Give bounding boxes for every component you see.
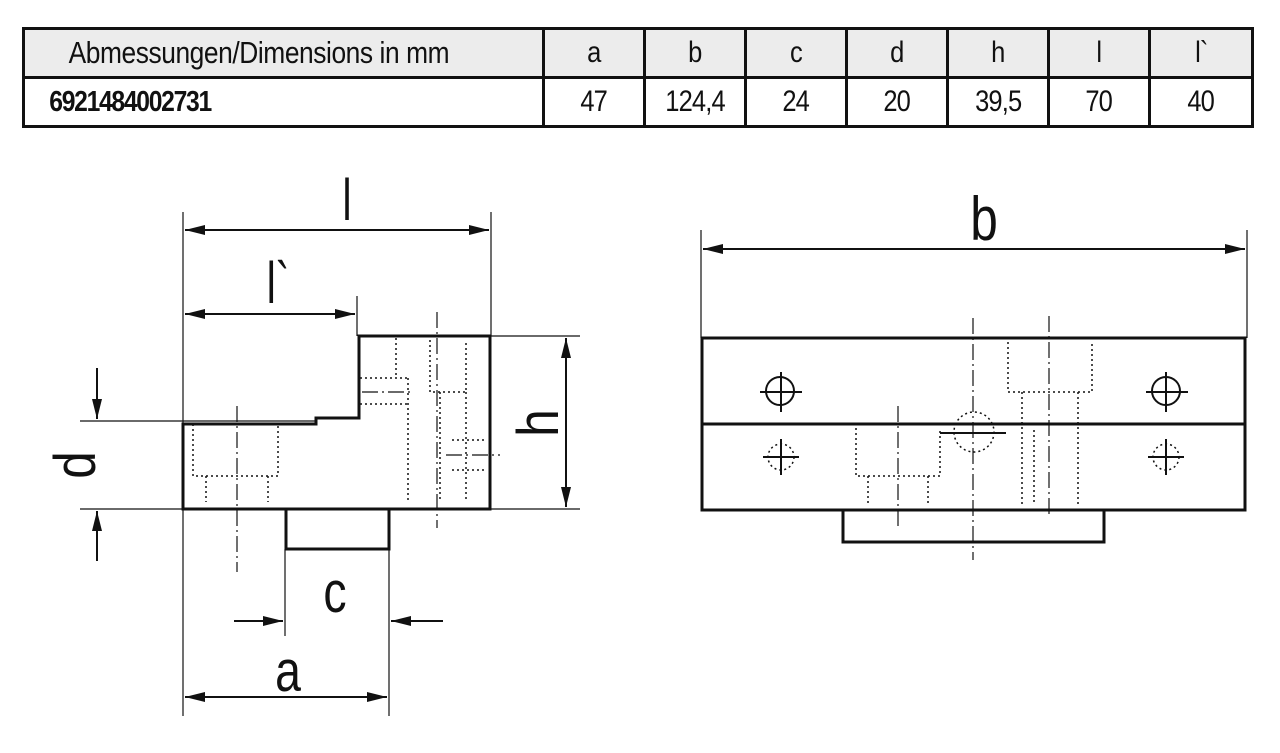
dimensions-header-label: Abmessungen/Dimensions in mm bbox=[22, 27, 545, 79]
article-number: 6921484002731 bbox=[22, 76, 545, 128]
label-c: c bbox=[323, 560, 346, 625]
side-center-lines bbox=[236, 312, 500, 572]
label-d: d bbox=[43, 451, 108, 478]
front-center-lines bbox=[897, 316, 1050, 560]
column-header-a: a bbox=[542, 27, 646, 79]
column-header-c: c bbox=[744, 27, 848, 79]
side-view bbox=[80, 212, 580, 716]
label-l-prime: l` bbox=[267, 251, 290, 316]
value-l: 70 bbox=[1047, 76, 1151, 128]
dimensions-table: Abmessungen/Dimensions in mm a b c d h l… bbox=[22, 27, 1254, 128]
side-hidden-lines bbox=[192, 338, 486, 502]
screw-hole-bottom-left bbox=[763, 439, 799, 475]
label-l: l bbox=[342, 168, 351, 233]
column-header-d: d bbox=[845, 27, 949, 79]
side-extension-lines bbox=[80, 212, 580, 716]
side-view-tongue bbox=[284, 509, 391, 551]
front-view bbox=[700, 230, 1248, 560]
label-b: b bbox=[970, 184, 998, 254]
value-d: 20 bbox=[845, 76, 949, 128]
column-header-b: b bbox=[643, 27, 747, 79]
value-b: 124,4 bbox=[643, 76, 747, 128]
value-c: 24 bbox=[744, 76, 848, 128]
side-dimension-lines bbox=[92, 225, 571, 702]
value-h: 39,5 bbox=[946, 76, 1050, 128]
side-view-outline bbox=[181, 334, 492, 511]
front-top-screw-holes bbox=[760, 372, 1188, 434]
screw-hole-top-left bbox=[760, 372, 802, 412]
column-header-l-prime: l` bbox=[1148, 27, 1254, 79]
table-data-row: 6921484002731 47 124,4 24 20 39,5 70 40 bbox=[22, 76, 1254, 128]
label-a: a bbox=[275, 639, 302, 704]
value-a: 47 bbox=[542, 76, 646, 128]
front-extension-lines bbox=[700, 230, 1248, 338]
column-header-l: l bbox=[1047, 27, 1151, 79]
screw-hole-top-right bbox=[1146, 372, 1188, 412]
screw-hole-bottom-right bbox=[1148, 439, 1184, 475]
value-l-prime: 40 bbox=[1148, 76, 1254, 128]
front-bottom-screw-holes bbox=[763, 439, 1184, 475]
label-h: h bbox=[506, 409, 571, 436]
column-header-h: h bbox=[946, 27, 1050, 79]
table-header-row: Abmessungen/Dimensions in mm a b c d h l… bbox=[22, 27, 1254, 79]
